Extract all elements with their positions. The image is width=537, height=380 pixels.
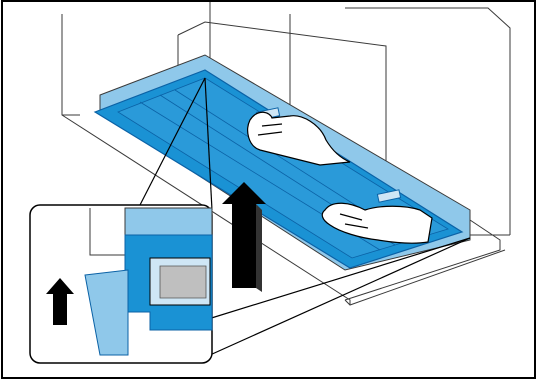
detail-inset	[30, 205, 212, 363]
arrow-up-icon-shade	[256, 204, 262, 292]
inset-grey-window	[160, 266, 206, 298]
